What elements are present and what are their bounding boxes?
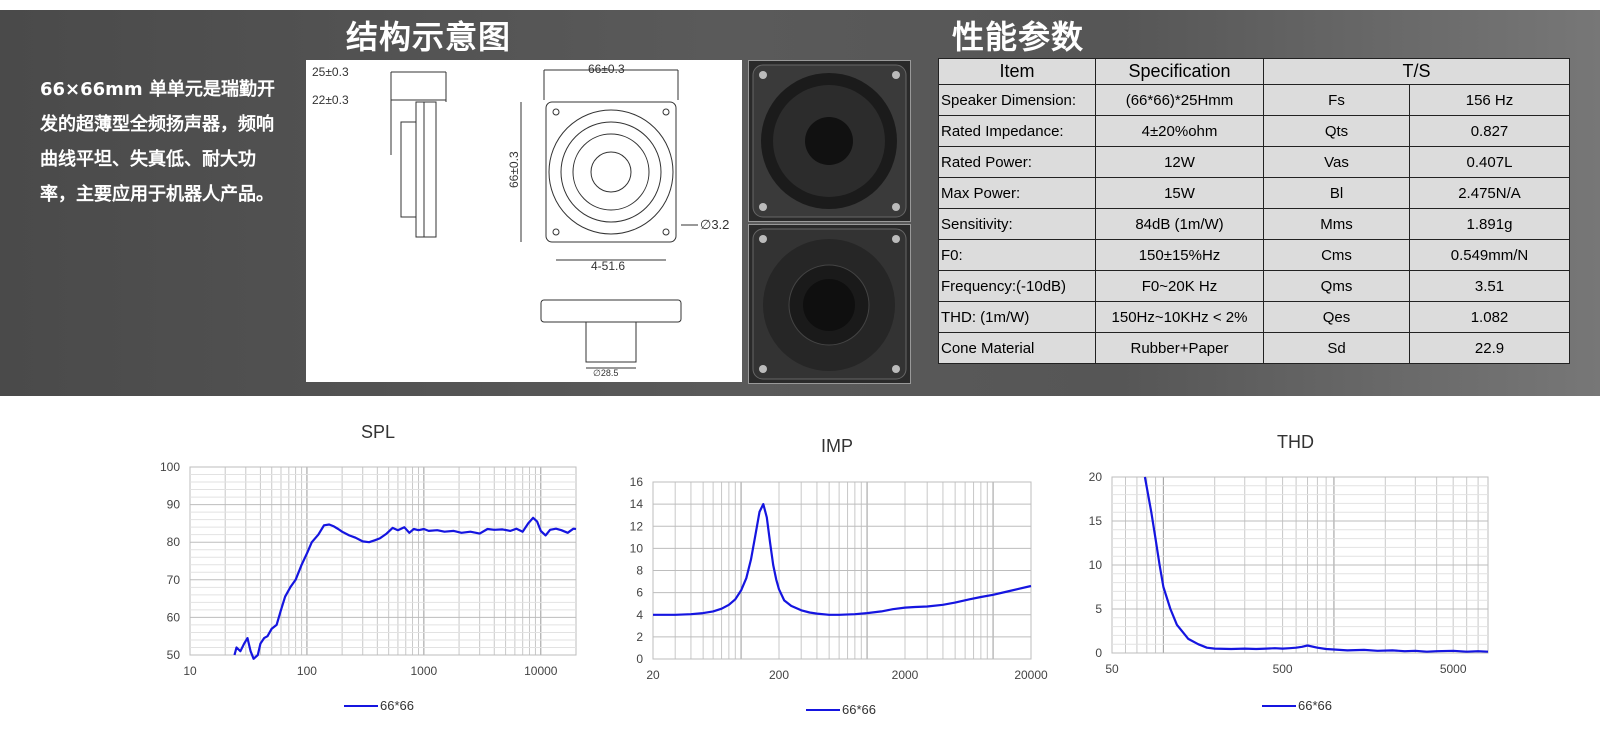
imp-ytick-label: 16 bbox=[630, 475, 644, 489]
ts-param-cell: Sd bbox=[1263, 332, 1410, 364]
thd-series-line bbox=[1143, 476, 1489, 653]
spec-value-cell: 84dB (1m/W) bbox=[1095, 208, 1264, 240]
spl-xtick-label: 1000 bbox=[411, 664, 438, 678]
thd-legend-label: 66*66 bbox=[1298, 698, 1332, 713]
ts-param-cell: Qts bbox=[1263, 115, 1410, 147]
speaker-drawing-svg: 25±0.3 22±0.3 66±0.3 66±0.3 4-51.6 ∅3.2 … bbox=[312, 62, 729, 378]
dim-hole-diameter: ∅3.2 bbox=[700, 217, 729, 232]
imp-ytick-label: 8 bbox=[636, 564, 643, 578]
dim-magnet-diameter: ∅28.5 bbox=[593, 368, 618, 378]
imp-ytick-label: 14 bbox=[630, 497, 644, 511]
structure-title: 结构示意图 bbox=[346, 18, 512, 56]
imp-xtick-label: 200 bbox=[769, 668, 789, 682]
spec-value-cell: Rubber+Paper bbox=[1095, 332, 1264, 364]
thd-ytick-label: 10 bbox=[1089, 558, 1103, 572]
ts-param-cell: Vas bbox=[1263, 146, 1410, 178]
intro-text: 66×66mm 单单元是瑞勤开发的超薄型全频扬声器，频响曲线平坦、失真低、耐大功… bbox=[40, 79, 275, 205]
spl-legend-swatch bbox=[344, 704, 378, 707]
ts-value-cell: 22.9 bbox=[1409, 332, 1570, 364]
speaker-front-photo bbox=[748, 60, 911, 222]
side-magnet bbox=[400, 121, 417, 218]
imp-series-line bbox=[653, 503, 1032, 616]
imp-xtick-label: 2000 bbox=[892, 668, 919, 682]
spec-item-cell: Frequency:(-10dB) bbox=[938, 270, 1096, 302]
thd-legend: 66*66 bbox=[1262, 698, 1332, 713]
ts-value-cell: 0.549mm/N bbox=[1409, 239, 1570, 271]
imp-ytick-label: 2 bbox=[636, 630, 643, 644]
thd-ytick-label: 15 bbox=[1089, 514, 1103, 528]
thd-ytick-label: 20 bbox=[1089, 470, 1103, 484]
ts-param-cell: Mms bbox=[1263, 208, 1410, 240]
spec-item-cell: Cone Material bbox=[938, 332, 1096, 364]
spl-ytick-label: 60 bbox=[167, 610, 181, 624]
spl-ytick-label: 50 bbox=[167, 648, 181, 662]
spl-ytick-label: 100 bbox=[160, 460, 180, 474]
dim-height-66: 66±0.3 bbox=[507, 151, 521, 188]
imp-legend-label: 66*66 bbox=[842, 702, 876, 717]
ts-param-cell: Bl bbox=[1263, 177, 1410, 209]
spec-value-cell: 150Hz~10KHz < 2% bbox=[1095, 301, 1264, 333]
spec-item-cell: F0: bbox=[938, 239, 1096, 271]
spl-chart-title: SPL bbox=[361, 422, 396, 442]
header-specification: Specification bbox=[1095, 58, 1264, 85]
header-item: Item bbox=[938, 58, 1096, 85]
thd-legend-swatch bbox=[1262, 704, 1296, 707]
ts-param-cell: Qms bbox=[1263, 270, 1410, 302]
imp-chart-title: IMP bbox=[821, 436, 854, 456]
ts-value-cell: 2.475N/A bbox=[1409, 177, 1570, 209]
spl-ytick-label: 70 bbox=[167, 573, 181, 587]
spec-value-cell: 12W bbox=[1095, 146, 1264, 178]
thd-ytick-label: 0 bbox=[1095, 646, 1102, 660]
spec-value-cell: 4±20%ohm bbox=[1095, 115, 1264, 147]
bottom-magnet bbox=[585, 321, 637, 363]
dim-width-66: 66±0.3 bbox=[588, 62, 625, 76]
imp-legend-swatch bbox=[806, 708, 840, 711]
thd-xtick-label: 50 bbox=[1105, 662, 1119, 676]
spl-legend: 66*66 bbox=[344, 698, 414, 713]
imp-ytick-label: 12 bbox=[630, 519, 644, 533]
dim-hole-spacing: 4-51.6 bbox=[591, 259, 625, 273]
spec-table: Item Specification T/S Speaker Dimension… bbox=[938, 58, 1570, 364]
imp-ytick-label: 6 bbox=[636, 586, 643, 600]
imp-legend: 66*66 bbox=[806, 702, 876, 717]
thd-chart-title: THD bbox=[1277, 432, 1314, 452]
spl-xtick-label: 10 bbox=[183, 664, 197, 678]
spec-item-cell: Rated Power: bbox=[938, 146, 1096, 178]
spec-value-cell: F0~20K Hz bbox=[1095, 270, 1264, 302]
imp-xtick-label: 20000 bbox=[1014, 668, 1048, 682]
imp-ytick-label: 10 bbox=[630, 541, 644, 555]
thd-ytick-label: 5 bbox=[1095, 602, 1102, 616]
spl-legend-label: 66*66 bbox=[380, 698, 414, 713]
structure-drawing: 25±0.3 22±0.3 66±0.3 66±0.3 4-51.6 ∅3.2 … bbox=[306, 60, 742, 382]
front-frame bbox=[545, 101, 677, 243]
imp-xtick-label: 20 bbox=[646, 668, 660, 682]
spl-xtick-label: 100 bbox=[297, 664, 317, 678]
ts-value-cell: 156 Hz bbox=[1409, 84, 1570, 116]
thd-xtick-label: 500 bbox=[1273, 662, 1293, 676]
imp-ytick-label: 0 bbox=[636, 652, 643, 666]
performance-title: 性能参数 bbox=[952, 18, 1085, 56]
dim-depth-22: 22±0.3 bbox=[312, 93, 349, 107]
spec-value-cell: (66*66)*25Hmm bbox=[1095, 84, 1264, 116]
spec-value-cell: 150±15%Hz bbox=[1095, 239, 1264, 271]
spl-plot-area bbox=[189, 466, 577, 656]
table-header-row: Item Specification T/S bbox=[938, 58, 1570, 85]
spl-xtick-label: 10000 bbox=[524, 664, 558, 678]
ts-value-cell: 1.891g bbox=[1409, 208, 1570, 240]
spl-ytick-label: 80 bbox=[167, 535, 181, 549]
spl-ytick-label: 90 bbox=[167, 498, 181, 512]
spl-series-line bbox=[233, 516, 577, 660]
thd-xtick-label: 5000 bbox=[1440, 662, 1467, 676]
imp-ytick-label: 4 bbox=[636, 608, 643, 622]
dim-depth-25: 25±0.3 bbox=[312, 65, 349, 79]
speaker-back-photo bbox=[748, 224, 911, 384]
